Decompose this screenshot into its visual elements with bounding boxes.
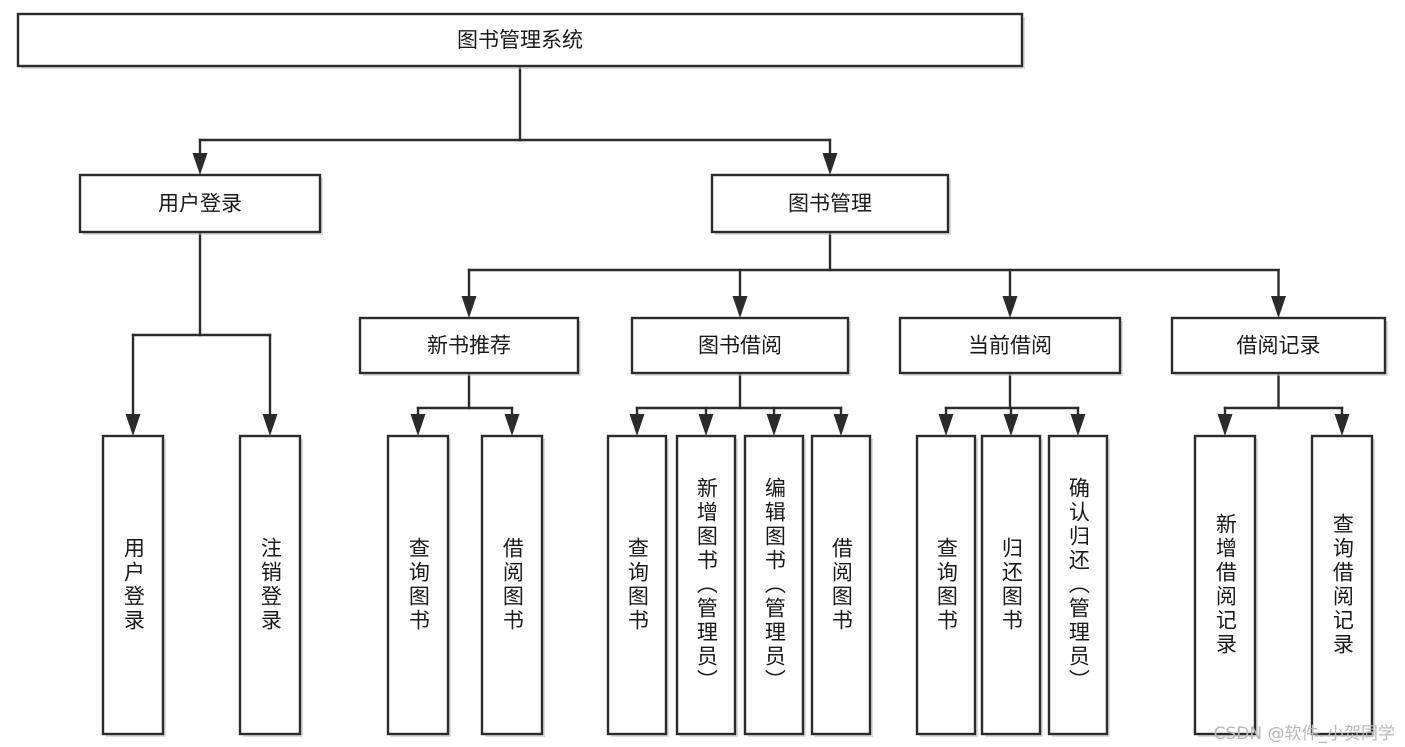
connector-layer: [125, 64, 1350, 436]
connector-group: [461, 230, 1286, 318]
node-leaf_10[interactable]: [1047, 434, 1110, 737]
node-leaf_9[interactable]: [980, 434, 1043, 737]
connector-group: [629, 371, 849, 436]
node-label-l3_0: 新书推荐: [427, 334, 511, 358]
node-label-l3_1: 图书借阅: [698, 334, 782, 358]
node-leaf_4[interactable]: [606, 434, 669, 737]
node-l3_3[interactable]: [1170, 316, 1388, 376]
node-label-l2_0: 用户登录: [158, 192, 242, 216]
node-leaf_1[interactable]: [238, 434, 303, 737]
node-leaf_3[interactable]: [480, 434, 545, 737]
node-root[interactable]: [16, 12, 1025, 69]
node-leaf_12[interactable]: [1310, 434, 1375, 737]
node-leaf_2[interactable]: [386, 434, 451, 737]
node-label-l3_2: 当前借阅: [968, 334, 1052, 358]
connector-group: [410, 371, 520, 436]
node-label-l3_3: 借阅记录: [1237, 334, 1321, 358]
watermark: CSDN @软件_小贺同学: [1213, 724, 1395, 744]
connector-group: [192, 64, 838, 175]
node-leaf_11[interactable]: [1193, 434, 1258, 737]
connector-group: [938, 371, 1086, 436]
node-label-root: 图书管理系统: [457, 28, 583, 52]
node-box-layer: [16, 12, 1388, 737]
node-leaf_7[interactable]: [810, 434, 873, 737]
node-l3_2[interactable]: [898, 316, 1123, 376]
node-l3_0[interactable]: [358, 316, 581, 376]
node-leaf_5[interactable]: [675, 434, 738, 737]
connector-group: [125, 230, 278, 436]
connector-group: [1217, 371, 1350, 436]
node-leaf_0[interactable]: [101, 434, 166, 737]
node-leaf_6[interactable]: [743, 434, 806, 737]
node-label-l2_1: 图书管理: [788, 192, 872, 216]
node-leaf_8[interactable]: [915, 434, 978, 737]
node-l2_1[interactable]: [710, 173, 951, 235]
node-l3_1[interactable]: [630, 316, 851, 376]
node-l2_0[interactable]: [78, 173, 323, 235]
